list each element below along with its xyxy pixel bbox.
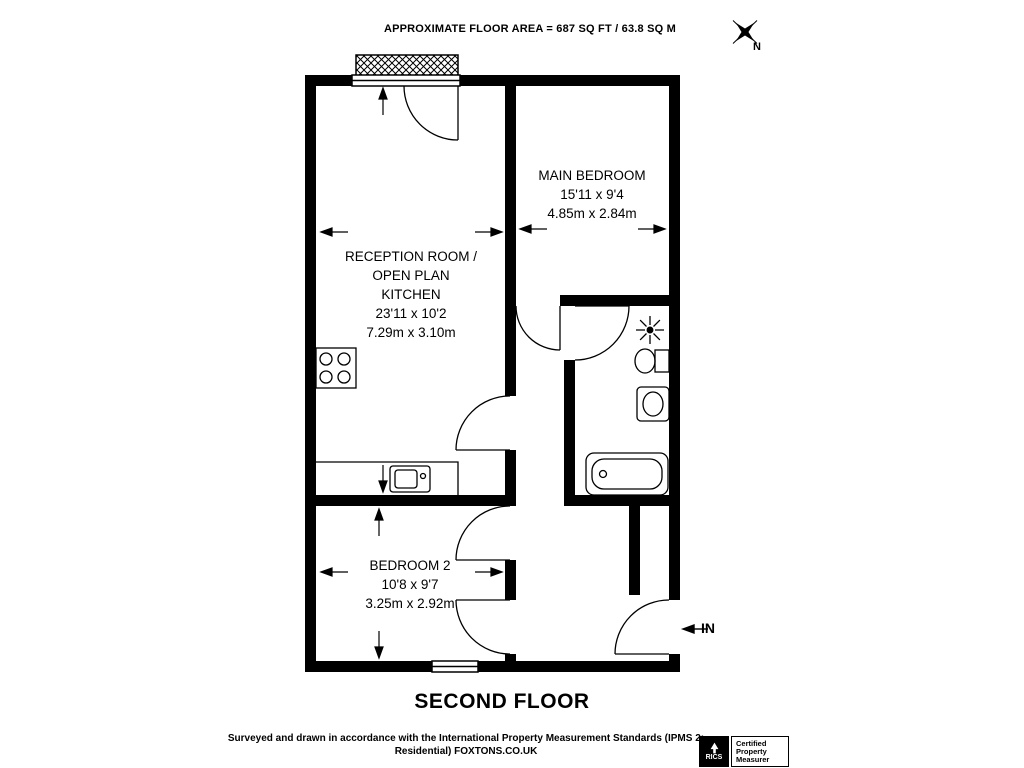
room-dim-metric: 7.29m x 3.10m: [366, 325, 456, 340]
room-dim-imperial: 10'8 x 9'7: [381, 577, 439, 592]
shower-head-icon: [636, 316, 664, 344]
room-name: KITCHEN: [381, 287, 441, 302]
footer-disclaimer: Surveyed and drawn in accordance with th…: [160, 733, 772, 758]
room-dim-metric: 3.25m x 2.92m: [365, 596, 455, 611]
footer-line1: Surveyed and drawn in accordance with th…: [227, 733, 705, 744]
entry-door: [614, 599, 670, 655]
room-name: BEDROOM 2: [369, 558, 451, 573]
hob: [315, 347, 357, 389]
compass-icon: [732, 20, 758, 44]
certified-measurer-badge: Certified Property Measurer: [731, 736, 789, 767]
room-label-reception: RECEPTION ROOM / OPEN PLAN KITCHEN 23'11…: [335, 247, 487, 342]
kitchen-fixtures: [315, 347, 459, 495]
toilet: [634, 348, 670, 374]
main-bedroom-door: [515, 305, 561, 351]
rics-badge: RICS: [699, 736, 729, 767]
entry-arrow-icon: [680, 624, 708, 634]
balcony-hatch: [355, 54, 459, 77]
room-dim-imperial: 23'11 x 10'2: [375, 306, 447, 321]
rics-org-label: RICS: [705, 753, 723, 761]
windows: [351, 74, 479, 673]
bathtub: [585, 452, 669, 496]
room-name: MAIN BEDROOM: [538, 168, 646, 183]
cert-line3: Measurer: [736, 754, 770, 764]
balcony-door: [403, 85, 459, 141]
entry-in-label: IN: [701, 620, 715, 636]
bathroom-door: [574, 305, 630, 361]
dimension-arrows: [319, 86, 667, 660]
room-name: RECEPTION ROOM /: [344, 249, 477, 264]
kitchen-sink: [389, 465, 431, 493]
compass-north-label: N: [753, 41, 761, 53]
floor-area-label: APPROXIMATE FLOOR AREA = 687 SQ FT / 63.…: [383, 23, 677, 35]
room-dim-metric: 4.85m x 2.84m: [547, 206, 637, 221]
walls: [305, 75, 680, 672]
reception-door: [455, 395, 511, 451]
footer-line2: Residential) FOXTONS.CO.UK: [394, 745, 538, 757]
kitchen-counter: [316, 461, 459, 495]
rics-tree-icon: [710, 742, 718, 753]
doors: [403, 85, 670, 655]
room-label-bedroom2: BEDROOM 2 10'8 x 9'7 3.25m x 2.92m: [332, 556, 488, 613]
cert-line2: Property: [736, 746, 767, 756]
floor-title: SECOND FLOOR: [414, 690, 590, 713]
room-name: OPEN PLAN: [372, 268, 450, 283]
bedroom2-door: [455, 505, 511, 561]
bedroom2-closet-door: [455, 599, 511, 655]
basin: [636, 386, 670, 422]
room-dim-imperial: 15'11 x 9'4: [560, 187, 624, 202]
bathroom-fixtures: [585, 316, 670, 496]
room-label-main-bedroom: MAIN BEDROOM 15'11 x 9'4 4.85m x 2.84m: [512, 166, 672, 223]
cert-line1: Certified: [736, 738, 767, 748]
